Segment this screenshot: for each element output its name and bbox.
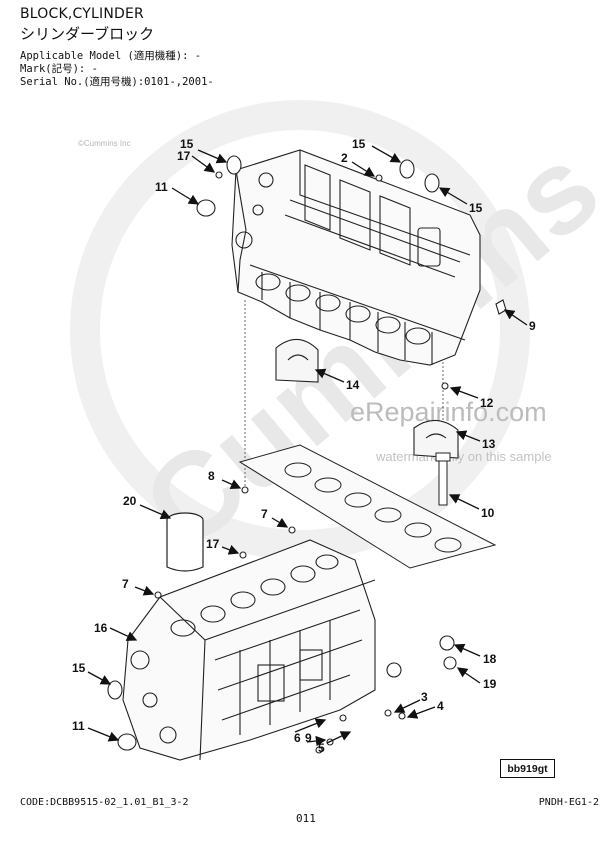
callout-9-upper: 9: [529, 319, 536, 333]
mark-line: Mark(記号): -: [20, 63, 98, 75]
bearing-cap-14: [275, 338, 319, 383]
callout-19: 19: [483, 677, 497, 691]
callout-15-lower: 15: [72, 661, 86, 675]
callout-10: 10: [481, 506, 495, 520]
lower-block: [122, 539, 376, 761]
callout-8: 8: [208, 469, 215, 483]
callout-11-lower: 11: [72, 719, 85, 733]
header: BLOCK,CYLINDER シリンダーブロック Applicable Mode…: [20, 6, 214, 89]
callout-2: 2: [341, 151, 348, 165]
title-japanese: シリンダーブロック: [20, 25, 155, 43]
callout-9-lower: 9: [305, 731, 312, 745]
cylinder-liner-20: [166, 512, 204, 572]
watermark-note: watermark only on this sample: [375, 449, 552, 464]
callout-5: 5: [318, 741, 325, 755]
applicable-model: Applicable Model (適用機種): -: [20, 50, 202, 62]
callout-13: 13: [482, 437, 496, 451]
bolt-10: [435, 452, 451, 506]
footer-product-code: PNDH-EG1-2: [538, 797, 599, 808]
footer-code: CODE:DCBB9515-02_1.01_B1_3-2: [20, 797, 189, 808]
title-english: BLOCK,CYLINDER: [20, 6, 144, 22]
callout-17-top: 17: [177, 149, 191, 163]
gasket: [238, 444, 497, 569]
callout-15-top-left: 15: [180, 137, 194, 151]
page-number: 011: [296, 812, 316, 825]
callout-11-top: 11: [155, 180, 168, 194]
upper-block: [231, 149, 481, 366]
callout-7-upper: 7: [261, 507, 268, 521]
serial-line: Serial No.(適用号機):0101-,2001-: [20, 76, 214, 88]
callout-7-lower: 7: [122, 577, 129, 591]
callout-18: 18: [483, 652, 497, 666]
callout-20: 20: [123, 494, 137, 508]
copyright-text: ©Cummins Inc: [78, 139, 131, 148]
callout-labels: 15 17 11 15 2 15 9 14 12 13 8 10 20 7 17…: [72, 137, 536, 755]
callout-15-top-middle: 15: [352, 137, 366, 151]
callout-3: 3: [421, 690, 428, 704]
bearing-cap-13: [413, 419, 459, 459]
reference-code-box: bb919gt: [500, 759, 555, 778]
callout-17-lower: 17: [206, 537, 220, 551]
callout-4: 4: [437, 699, 444, 713]
leader-arrows: [87, 145, 528, 747]
callout-16: 16: [94, 621, 108, 635]
callout-6: 6: [294, 731, 301, 745]
callout-12: 12: [480, 396, 494, 410]
watermark-site: eRepairinfo.com: [350, 397, 547, 427]
callout-15-top-right: 15: [469, 201, 483, 215]
callout-14: 14: [346, 378, 360, 392]
small-parts: [107, 155, 507, 754]
